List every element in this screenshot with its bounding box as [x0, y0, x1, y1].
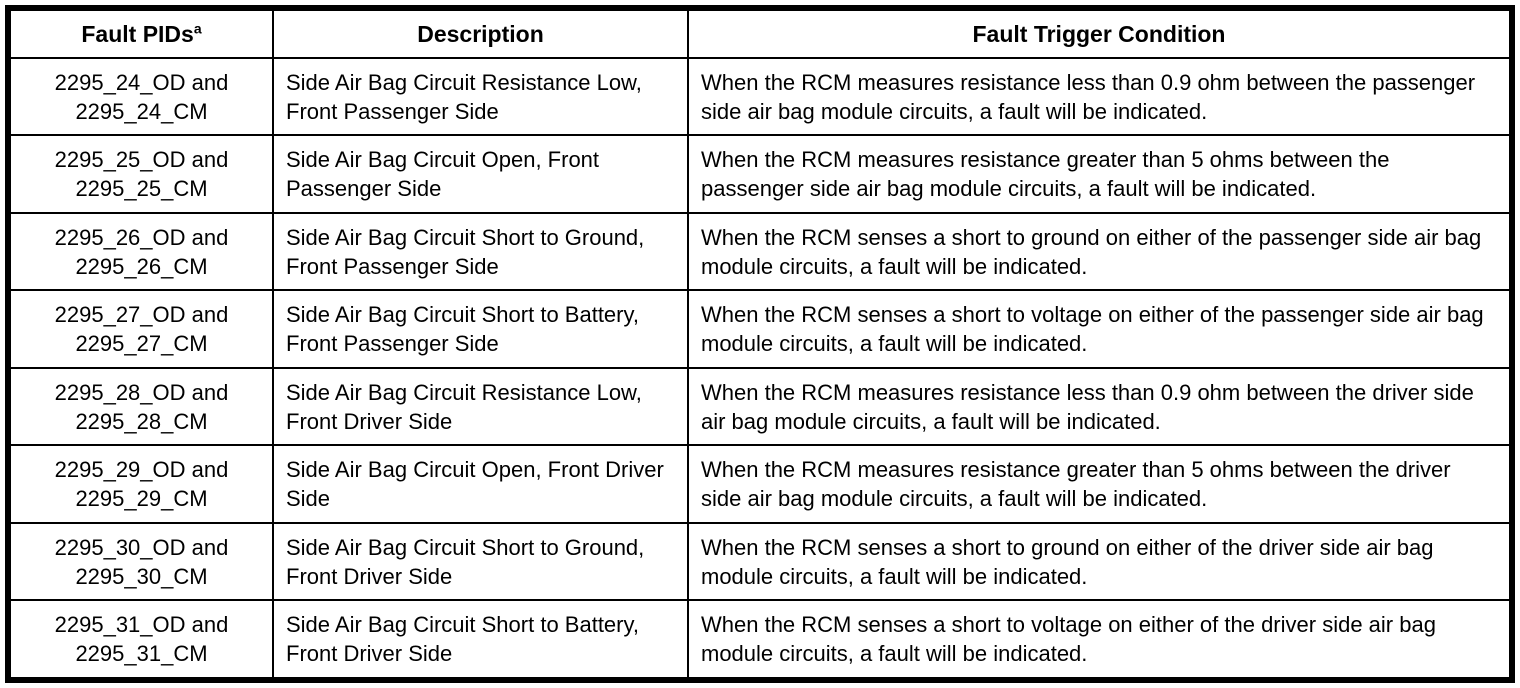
- table-row: 2295_27_OD and 2295_27_CM Side Air Bag Cir…: [7, 289, 1513, 369]
- fault-pid-line2: 2295_28_CM: [75, 408, 208, 434]
- column-header-description: Description: [272, 7, 689, 59]
- description-cell: Side Air Bag Circuit Short to Ground, Fr…: [272, 211, 689, 292]
- fault-pid-line2: 2295_25_CM: [75, 176, 208, 202]
- fault-trigger-condition-cell: When the RCM senses a short to voltage o…: [687, 599, 1513, 681]
- fault-pid-line2: 2295_30_CM: [75, 563, 208, 589]
- fault-pid-cell: 2295_31_OD and 2295_31_CM: [7, 599, 274, 681]
- fault-trigger-condition-cell: When the RCM senses a short to voltage o…: [687, 289, 1513, 369]
- table-row: 2295_30_OD and 2295_30_CM Side Air Bag Cir…: [7, 521, 1513, 602]
- fault-pid-line2: 2295_31_CM: [75, 641, 208, 667]
- fault-pid-line1: 2295_24_OD and: [54, 69, 229, 95]
- table-row: 2295_24_OD and 2295_24_CM Side Air Bag Cir…: [7, 56, 1513, 137]
- table-row: 2295_29_OD and 2295_29_CM Side Air Bag Cir…: [7, 444, 1513, 524]
- footnote-marker: a: [193, 19, 202, 36]
- fault-pid-cell: 2295_26_OD and 2295_26_CM: [7, 211, 274, 292]
- description-cell: Side Air Bag Circuit Open, Front Passeng…: [272, 134, 689, 214]
- description-cell: Side Air Bag Circuit Short to Battery, F…: [272, 289, 689, 369]
- column-header-fault-pids-label: Fault PIDs: [81, 20, 194, 47]
- fault-pid-line1: 2295_26_OD and: [54, 224, 229, 250]
- fault-pid-cell: 2295_24_OD and 2295_24_CM: [7, 56, 274, 137]
- table-header: Fault PIDsa Description Fault Trigger Co…: [7, 7, 1513, 59]
- column-header-fault-pids: Fault PIDsa: [7, 7, 274, 59]
- fault-trigger-condition-cell: When the RCM measures resistance less th…: [687, 366, 1513, 447]
- table-row: 2295_31_OD and 2295_31_CM Side Air Bag Cir…: [7, 599, 1513, 681]
- fault-pid-cell: 2295_29_OD and 2295_29_CM: [7, 444, 274, 524]
- table-body: 2295_24_OD and 2295_24_CM Side Air Bag Cir…: [7, 56, 1513, 681]
- description-cell: Side Air Bag Circuit Short to Ground, Fr…: [272, 521, 689, 602]
- fault-pid-line2: 2295_24_CM: [75, 98, 208, 124]
- table-row: 2295_28_OD and 2295_28_CM Side Air Bag Cir…: [7, 366, 1513, 447]
- fault-pid-line1: 2295_30_OD and: [54, 534, 229, 560]
- fault-pid-line2: 2295_26_CM: [75, 253, 208, 279]
- fault-pid-cell: 2295_27_OD and 2295_27_CM: [7, 289, 274, 369]
- header-row: Fault PIDsa Description Fault Trigger Co…: [7, 7, 1513, 59]
- fault-pid-line1: 2295_25_OD and: [54, 147, 229, 173]
- description-cell: Side Air Bag Circuit Resistance Low, Fro…: [272, 56, 689, 137]
- fault-pid-line1: 2295_29_OD and: [54, 457, 229, 483]
- fault-pid-cell: 2295_25_OD and 2295_25_CM: [7, 134, 274, 214]
- fault-trigger-condition-cell: When the RCM measures resistance greater…: [687, 134, 1513, 214]
- fault-trigger-condition-cell: When the RCM senses a short to ground on…: [687, 521, 1513, 602]
- fault-pid-line1: 2295_27_OD and: [54, 302, 229, 328]
- column-header-fault-trigger-condition: Fault Trigger Condition: [687, 7, 1513, 59]
- description-cell: Side Air Bag Circuit Short to Battery, F…: [272, 599, 689, 681]
- fault-pid-line2: 2295_29_CM: [75, 486, 208, 512]
- fault-trigger-condition-cell: When the RCM senses a short to ground on…: [687, 211, 1513, 292]
- table-row: 2295_25_OD and 2295_25_CM Side Air Bag Cir…: [7, 134, 1513, 214]
- table-row: 2295_26_OD and 2295_26_CM Side Air Bag Cir…: [7, 211, 1513, 292]
- description-cell: Side Air Bag Circuit Open, Front Driver …: [272, 444, 689, 524]
- description-cell: Side Air Bag Circuit Resistance Low, Fro…: [272, 366, 689, 447]
- fault-pid-cell: 2295_30_OD and 2295_30_CM: [7, 521, 274, 602]
- fault-pid-cell: 2295_28_OD and 2295_28_CM: [7, 366, 274, 447]
- fault-trigger-condition-cell: When the RCM measures resistance greater…: [687, 444, 1513, 524]
- fault-pid-line1: 2295_28_OD and: [54, 379, 229, 405]
- fault-pid-line2: 2295_27_CM: [75, 331, 208, 357]
- fault-pid-line1: 2295_31_OD and: [54, 612, 229, 638]
- fault-trigger-condition-cell: When the RCM measures resistance less th…: [687, 56, 1513, 137]
- fault-pid-table: Fault PIDsa Description Fault Trigger Co…: [5, 5, 1515, 683]
